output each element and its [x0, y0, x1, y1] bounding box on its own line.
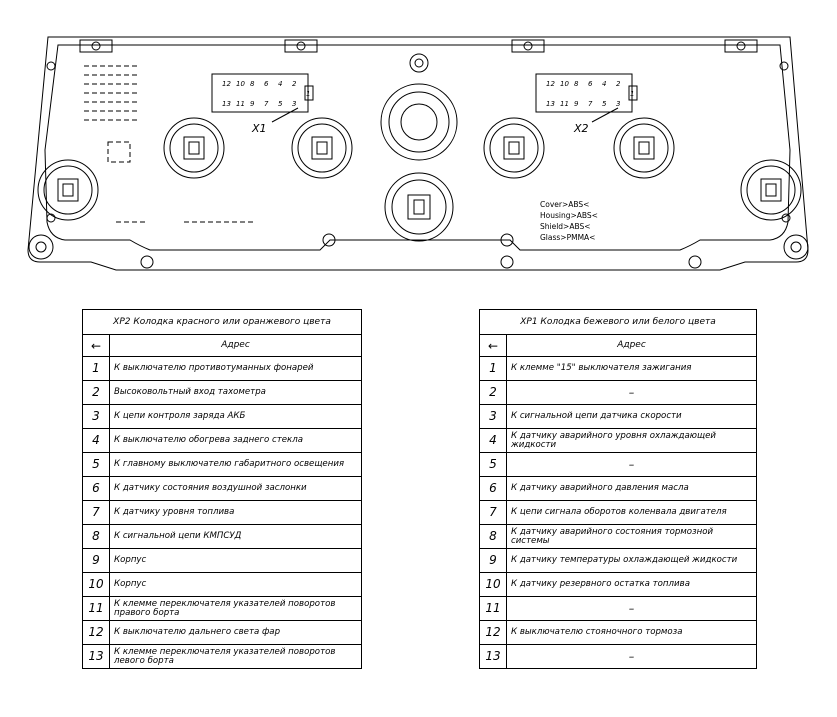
svg-text:13: 13: [546, 100, 555, 108]
housing-inner-outline: [44, 44, 791, 251]
svg-text:Housing>ABS<: Housing>ABS<: [540, 211, 598, 220]
svg-text:4: 4: [602, 80, 606, 88]
svg-text:8: 8: [574, 80, 579, 88]
lamp-sockets: [37, 117, 802, 242]
instrument-cluster-drawing: 12 10 8 6 4 2 1 13 11 9 7 5 3 X1 12 10 8…: [27, 36, 809, 271]
svg-text:Cover>ABS<: Cover>ABS<: [540, 200, 589, 209]
svg-text:9: 9: [574, 100, 579, 108]
table-row: 2–: [479, 380, 757, 405]
svg-text:7: 7: [588, 100, 593, 108]
vent-grille: [84, 65, 254, 223]
table-row: 5–: [479, 452, 757, 477]
arrow-left-icon: ←: [479, 334, 507, 357]
x1-label: X1: [251, 122, 267, 135]
svg-text:5: 5: [602, 100, 607, 108]
center-window: [380, 83, 458, 161]
svg-text:9: 9: [250, 100, 255, 108]
arrow-left-icon: ←: [82, 334, 110, 357]
svg-text:10: 10: [560, 80, 569, 88]
svg-text:3: 3: [616, 100, 620, 108]
svg-text:6: 6: [264, 80, 269, 88]
svg-text:Glass>PMMA<: Glass>PMMA<: [540, 233, 595, 242]
svg-text:12: 12: [222, 80, 231, 88]
svg-text:8: 8: [250, 80, 255, 88]
address-header: Адрес: [109, 334, 362, 357]
svg-text:2: 2: [616, 80, 621, 88]
svg-text:4: 4: [278, 80, 282, 88]
svg-text:11: 11: [236, 100, 245, 108]
svg-text:11: 11: [560, 100, 569, 108]
connector-x2: 12 10 8 6 4 2 1 13 11 9 7 5 3 X2: [535, 73, 638, 135]
xp2-pin-table: XP2 Колодка красного или оранжевого цвет…: [82, 309, 362, 669]
svg-text:13: 13: [222, 100, 231, 108]
housing-outline: [27, 36, 809, 271]
svg-text:1: 1: [630, 90, 634, 98]
table-row: 13–: [479, 644, 757, 669]
svg-text:6: 6: [588, 80, 593, 88]
svg-text:12: 12: [546, 80, 555, 88]
svg-text:7: 7: [264, 100, 269, 108]
material-notes: Cover>ABS< Housing>ABS< Shield>ABS< Glas…: [540, 200, 598, 242]
connector-x1: 12 10 8 6 4 2 1 13 11 9 7 5 3 X1: [211, 73, 314, 135]
xp1-pin-table: XP1 Колодка бежевого или белого цвета ← …: [479, 309, 757, 669]
x2-label: X2: [573, 122, 589, 135]
top-tabs: [79, 39, 758, 73]
mounting-ears: [28, 61, 809, 269]
svg-text:10: 10: [236, 80, 245, 88]
svg-text:5: 5: [278, 100, 283, 108]
svg-text:1: 1: [306, 90, 310, 98]
xp1-table-title: XP1 Колодка бежевого или белого цвета: [479, 309, 757, 335]
svg-text:2: 2: [292, 80, 297, 88]
table-row: 11–: [479, 596, 757, 621]
svg-text:Shield>ABS<: Shield>ABS<: [540, 222, 591, 231]
address-header: Адрес: [506, 334, 757, 357]
svg-text:3: 3: [292, 100, 296, 108]
xp2-table-title: XP2 Колодка красного или оранжевого цвет…: [82, 309, 362, 335]
